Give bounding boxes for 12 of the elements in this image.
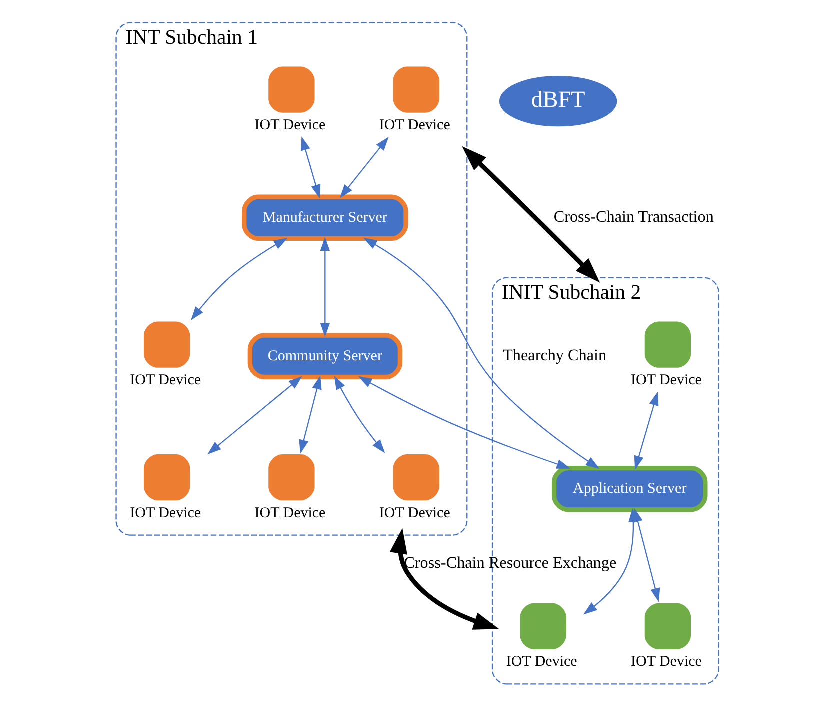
- node-label: IOT Device: [631, 654, 702, 670]
- edge-label: Cross-Chain Transaction: [554, 208, 714, 226]
- node-label: IOT Device: [130, 372, 202, 388]
- node-label: IOT Device: [254, 504, 326, 521]
- node-label: IOT Device: [379, 116, 450, 133]
- node-label: IOT Device: [379, 504, 450, 521]
- edge-label: Cross-Chain Resource Exchange: [404, 554, 617, 572]
- edge-label: Thearchy Chain: [503, 347, 607, 364]
- node-label: IOT Device: [631, 372, 702, 388]
- node-label: IOT Device: [506, 654, 578, 670]
- node-label: IOT Device: [130, 504, 202, 521]
- node-label: IOT Device: [254, 116, 326, 133]
